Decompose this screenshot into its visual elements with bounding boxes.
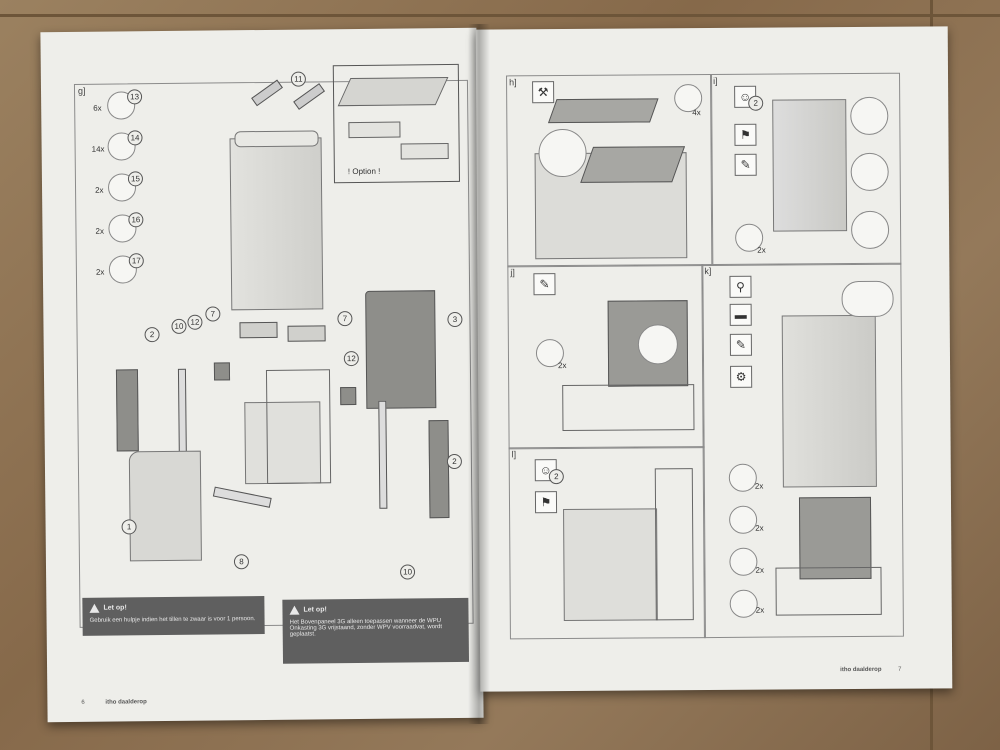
fastener-qty: 2x <box>757 245 766 255</box>
step-label: k] <box>704 266 712 277</box>
lifting-icon: ⚑ <box>734 123 757 146</box>
warning-box-lifting: Let op! Gebruik een hulpje indien het ti… <box>82 595 265 636</box>
base-frame <box>775 566 882 616</box>
callout-number: 10 <box>399 564 416 580</box>
warning-icon <box>289 605 300 615</box>
fastener-qty: 2x <box>558 361 567 371</box>
cover-plate <box>580 146 686 183</box>
fastener-qty: 2x <box>755 565 764 575</box>
step-label: h] <box>509 77 517 88</box>
fastener-number: 15 <box>127 171 144 187</box>
person-count: 2 <box>548 469 564 485</box>
step-label: j] <box>510 267 515 278</box>
pin-icon: ⚲ <box>729 275 752 298</box>
callout-number: 1 <box>121 519 137 535</box>
step-label: i] <box>713 75 718 86</box>
fastener-number: 13 <box>127 89 143 105</box>
base-frame <box>562 384 695 432</box>
wrench-icon: ✎ <box>729 333 752 356</box>
level-icon: ▬ <box>729 303 752 326</box>
fastener-qty: 2x <box>755 605 765 615</box>
fastener-qty: 4x <box>692 108 701 118</box>
callout-number: 3 <box>447 311 463 328</box>
detail-magnifier <box>538 128 587 178</box>
base-frame <box>265 369 332 484</box>
bolt-icon <box>729 589 758 618</box>
upright-rail <box>378 400 388 509</box>
callout-number: 7 <box>337 311 353 327</box>
option-box <box>332 63 460 184</box>
cardboard-seam <box>0 14 1000 17</box>
fastener-qty: 2x <box>95 185 104 195</box>
gasket <box>340 387 357 406</box>
heat-pump-unit <box>772 99 848 232</box>
fastener-qty: 2x <box>95 267 105 277</box>
page-number: 7 <box>898 666 902 673</box>
fastener-qty: 2x <box>754 481 764 491</box>
callout-number: 10 <box>171 318 187 334</box>
callout-number: 12 <box>343 350 359 367</box>
brand-logo: itho daalderop <box>105 699 147 706</box>
bracket <box>400 143 449 160</box>
warning-title: Let op! <box>303 606 327 614</box>
gasket <box>213 362 231 381</box>
front-panel <box>128 450 202 562</box>
fastener-qty: 2x <box>755 523 764 533</box>
option-label: ! Option ! <box>347 166 381 177</box>
warning-icon <box>89 603 100 613</box>
warning-text: Het Bovenpaneel 3G alleen toepassen wann… <box>289 618 443 638</box>
washer-icon <box>729 547 758 576</box>
wrench-icon: ✎ <box>734 153 757 176</box>
detail-magnifier <box>637 324 679 365</box>
warning-title: Let op! <box>103 604 127 612</box>
heat-pump-unit <box>781 314 877 488</box>
cover-plate <box>547 98 659 124</box>
fastener-number: 17 <box>128 253 144 269</box>
heat-pump-unit <box>229 130 324 311</box>
brand-logo: itho daalderop <box>840 666 882 674</box>
page-number: 6 <box>81 699 85 706</box>
fastener-qty: 2x <box>95 226 104 236</box>
person-count: 2 <box>748 95 764 111</box>
warning-box-top-panel: Let op! Het Bovenpaneel 3G alleen toepas… <box>282 597 470 664</box>
callout-number: 7 <box>205 306 221 322</box>
settings-icon: ⚙ <box>730 365 753 388</box>
base-frame <box>654 468 694 621</box>
manual-page-left: g] 6x 13 14x 14 2x 15 2x 16 2x 17 ! Opti… <box>40 27 484 723</box>
callout-number: 11 <box>290 71 306 87</box>
back-panel <box>365 290 437 409</box>
screwdriver-icon: ⚒ <box>532 81 555 104</box>
lifting-icon: ⚑ <box>534 491 558 514</box>
side-panel <box>428 420 450 519</box>
unit-top <box>234 130 319 148</box>
mounting-bracket <box>239 321 278 339</box>
detail-view <box>850 210 890 250</box>
fastener-qty: 6x <box>93 103 102 113</box>
mounting-bracket <box>287 325 326 342</box>
bracket <box>348 121 401 139</box>
fastener-number: 14 <box>127 130 143 146</box>
callout-number: 8 <box>233 554 250 570</box>
fastener-qty: 14x <box>91 144 105 154</box>
step-label: g] <box>77 85 86 96</box>
book-spine-shadow <box>468 24 490 724</box>
screw-icon <box>728 463 757 492</box>
wrench-icon: ✎ <box>533 273 556 296</box>
callout-number: 2 <box>144 327 160 343</box>
manual-page-right: h] i] j] k] l] ⚒ 4x ☺ 2 ⚑ ✎ 2x ✎ 2x ⚲ ▬ … <box>475 26 953 692</box>
warning-text: Gebruik een hulpje indien het tillen te … <box>89 616 256 624</box>
plug-icon <box>729 505 758 534</box>
detail-wrong-icon <box>850 96 889 136</box>
detail-magnifier <box>841 280 894 318</box>
step-label: l] <box>511 449 517 460</box>
callout-number: 12 <box>187 314 203 330</box>
top-panel <box>337 77 449 107</box>
fastener-number: 16 <box>128 212 144 228</box>
side-panel <box>115 369 139 452</box>
detail-correct-icon <box>850 152 889 192</box>
base-module <box>563 508 658 622</box>
callout-number: 2 <box>446 453 462 470</box>
